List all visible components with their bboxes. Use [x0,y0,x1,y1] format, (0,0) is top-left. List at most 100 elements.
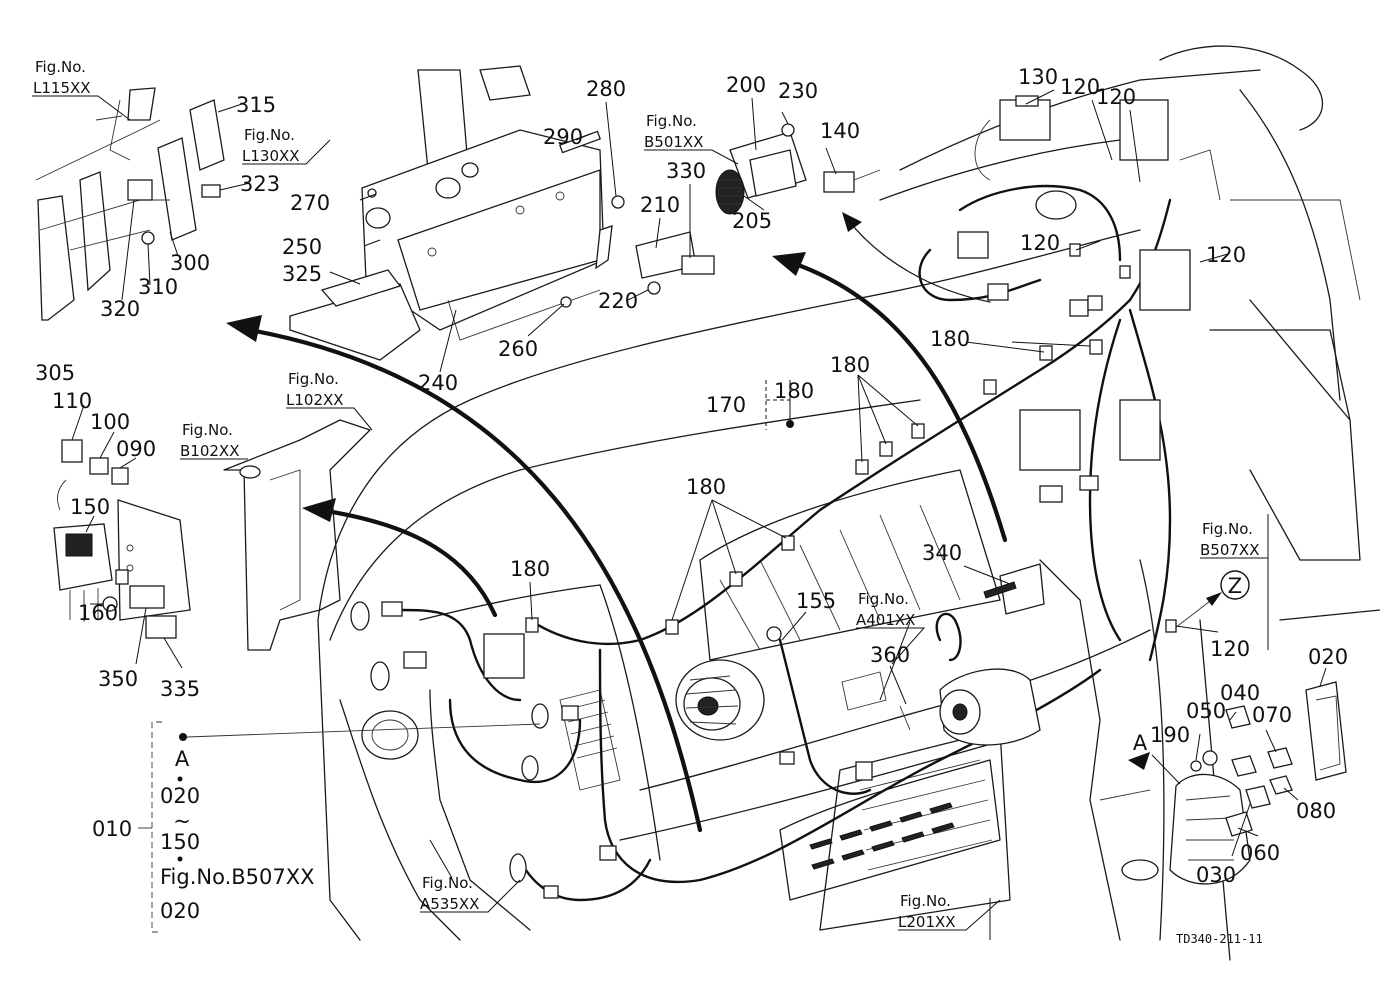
callout-220: 220 [598,289,638,313]
callout-320: 320 [100,297,140,321]
fuse-090 [111,467,129,485]
callout-180: 180 [686,475,726,499]
callout-020: 020 [1308,645,1348,669]
callout-230: 230 [778,79,818,103]
callout-labels: 3153233003103203052702503252402602902802… [35,65,1348,887]
drawing-id: TD340-211-11 [1176,932,1263,946]
fuse-040 [1225,705,1251,729]
bulb-left-1 [350,601,370,631]
callout-250: 250 [282,235,322,259]
callout-200: 200 [726,73,766,97]
fig-ref-l201-line2: L201XX [898,913,956,931]
fuse-box [1169,773,1251,885]
bracket-part-315 [189,99,225,171]
fig-ref-b507-line1: Fig.No. [1202,520,1253,538]
callout-120: 120 [1206,243,1246,267]
part-323 [201,184,221,198]
cover-020 [1305,681,1347,781]
fuse-190 [1190,760,1202,772]
callout-335: 335 [160,677,200,701]
callout-315: 315 [236,93,276,117]
kit-number: 010 [92,817,132,841]
callout-323: 323 [240,172,280,196]
part-320 [127,179,153,201]
callout-270: 270 [290,191,330,215]
fig-ref-l201-line1: Fig.No. [900,892,951,910]
inset-view-a: A [1133,731,1148,755]
leader-lines [71,89,1327,940]
clip-180 [525,617,539,633]
fig-ref-a401-line2: A401XX [856,611,915,629]
fig-ref-b507-line2: B507XX [1200,541,1259,559]
reference-arrows [226,212,1222,833]
callout-090: 090 [116,437,156,461]
callout-325: 325 [282,262,322,286]
arrow-head-up-2 [842,212,862,232]
callout-160: 160 [78,601,118,625]
kit-dot-a [179,733,187,741]
fig-ref-underlines [32,95,1269,931]
kit-line-2: ~ [173,809,191,833]
callout-050: 050 [1186,699,1226,723]
callout-360: 360 [870,643,910,667]
horn-relay [483,633,525,679]
callout-290: 290 [543,125,583,149]
fuse-110 [61,439,83,463]
callout-280: 280 [586,77,626,101]
fuse-050 [1202,750,1218,766]
callout-180: 180 [930,327,970,351]
view-marker-z-label: Z [1228,574,1242,598]
tractor-outline [317,45,1380,961]
callout-340: 340 [922,541,962,565]
arrow-head-left-2 [302,498,336,522]
connector-140 [823,171,855,193]
callout-150: 150 [70,495,110,519]
callout-190: 190 [1150,723,1190,747]
group-front-lamps [350,601,873,899]
ground-155 [766,626,782,642]
fuse-030 [1245,785,1271,809]
callout-180: 180 [774,379,814,403]
callout-310: 310 [138,275,178,299]
kit-line-1: 020 [160,784,200,808]
callout-110: 110 [52,389,92,413]
group-relay-fuse [53,419,371,651]
bolt-310 [141,231,155,245]
view-marker-z [1220,570,1250,600]
callout-180: 180 [830,353,870,377]
arrow-head-left-1 [226,315,262,342]
fig-ref-l102-line2: L102XX [286,391,344,409]
fig-ref-l115-line1: Fig.No. [35,58,86,76]
callout-100: 100 [90,410,130,434]
kit-line-3: 150 [160,830,200,854]
kit-line-5: 020 [160,899,200,923]
group-dash-switches [957,95,1221,503]
callout-210: 210 [640,193,680,217]
callout-305: 305 [35,361,75,385]
fig-ref-a401-line1: Fig.No. [858,590,909,608]
controller-box [1019,409,1081,471]
label-335 [145,615,177,639]
callout-080: 080 [1296,799,1336,823]
inset-a-arrow [1128,752,1150,770]
callout-330: 330 [666,159,706,183]
arrow-head-up-1 [772,252,806,276]
callout-180: 180 [510,557,550,581]
callout-205: 205 [732,209,772,233]
kit-line-4: Fig.No.B507XX [160,865,315,889]
fig-ref-l115-line2: L115XX [33,79,91,97]
fuse-100 [89,457,109,475]
arrow-head-z [1206,592,1222,606]
label-350 [129,585,165,609]
callout-300: 300 [170,251,210,275]
block-330 [681,255,715,275]
fig-ref-a535-line2: A535XX [420,895,479,913]
bolt-280 [611,195,625,209]
fig-ref-l102-line1: Fig.No. [288,370,339,388]
fig-ref-b102-line2: B102XX [180,442,239,460]
bracket-part-305 [37,195,75,321]
fuse-070 [1267,747,1293,769]
kit-bracket-010 [138,721,541,933]
fig-ref-b102-line1: Fig.No. [182,421,233,439]
